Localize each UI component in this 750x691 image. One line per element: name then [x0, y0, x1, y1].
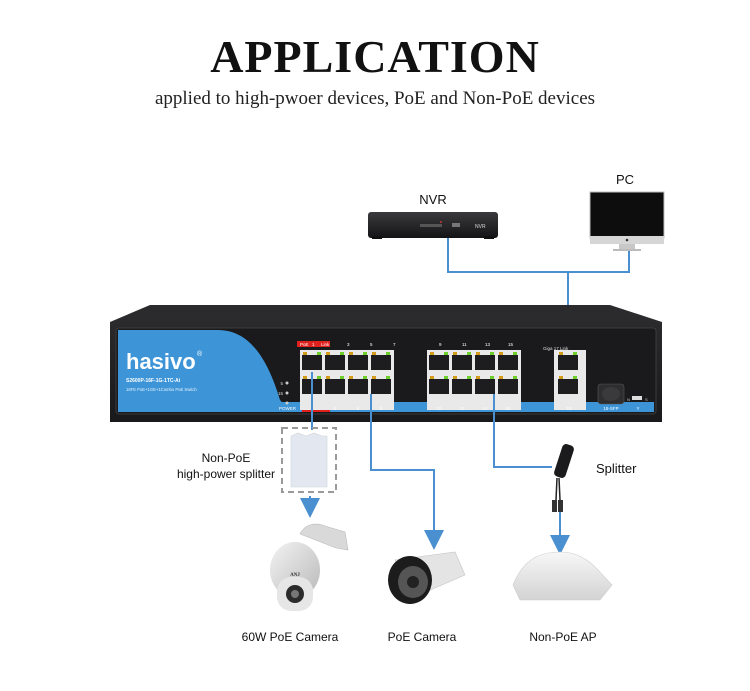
page-subtitle: applied to high-pwoer devices, PoE and N…	[154, 88, 596, 109]
nonpoe-splitter-device	[290, 432, 328, 488]
ptz-camera-brand: ANJ	[290, 573, 300, 578]
uplink-port-17	[558, 352, 578, 370]
led-label-5: 5	[280, 381, 283, 386]
rj45-port	[371, 352, 391, 370]
led-label-15: 15	[278, 391, 284, 396]
port6-cable	[370, 394, 444, 550]
pc-label: PC	[616, 172, 634, 187]
rj45-port	[429, 352, 449, 370]
rj45-port	[498, 376, 518, 394]
port-top-label: 1	[312, 342, 315, 347]
registered-mark: ®	[197, 350, 203, 358]
nvr-label: NVR	[419, 192, 446, 207]
uplink-top-label: Giga 17 Link	[543, 346, 569, 351]
rj45-port	[302, 352, 322, 370]
port-bottom-label: 4	[334, 406, 337, 411]
splitter-label: Splitter	[596, 461, 637, 476]
led-15	[285, 391, 289, 395]
dip-mark-n: N	[627, 397, 630, 402]
port-bottom-label: 6	[357, 406, 360, 411]
port-bottom-label: 10	[436, 406, 442, 411]
switch-description: 16FE PoE+1GE+1Combo PoE Switch	[126, 387, 197, 392]
led-5	[285, 381, 289, 385]
port-top-label: 15	[508, 342, 514, 347]
rj45-port	[325, 376, 345, 394]
sfp-label: 18-SFP	[603, 406, 618, 411]
port-bottom-label: 14	[482, 406, 488, 411]
camera-60w-label: 60W PoE Camera	[242, 630, 339, 644]
port-top-label: 3	[347, 342, 350, 347]
port-top-label: PoE	[300, 342, 309, 347]
port-bottom-label: 8	[380, 406, 383, 411]
switch-brand: hasivo	[126, 349, 196, 374]
rj45-port	[325, 352, 345, 370]
dip-mark-s: S	[645, 397, 648, 402]
ptz-camera-device: ANJ	[270, 523, 349, 611]
bullet-camera-device	[388, 551, 466, 604]
poe-splitter-device	[552, 444, 574, 512]
rj45-port	[348, 352, 368, 370]
rj45-port	[348, 376, 368, 394]
camera-poe-label: PoE Camera	[388, 630, 457, 644]
port-top-label: 9	[439, 342, 442, 347]
port-top-label: 7	[393, 342, 396, 347]
dip-label: Y	[636, 406, 639, 411]
uplink-port-18	[558, 376, 578, 394]
port-top-label: Link	[321, 342, 330, 347]
nonpoe-splitter-label-line1: Non-PoE	[202, 451, 251, 465]
port-top-label: 11	[462, 342, 467, 347]
rj45-port	[475, 376, 495, 394]
power-label: POWER	[279, 406, 297, 411]
switch-model: S2600P-16F-1G-1TC-Ai	[126, 378, 181, 384]
port-array	[300, 350, 586, 410]
port-bottom-label: 16	[505, 406, 511, 411]
port-bottom-label: 12	[459, 406, 465, 411]
rj45-port	[452, 376, 472, 394]
rj45-port	[371, 376, 391, 394]
page-title: APPLICATION	[210, 31, 540, 82]
nvr-pc-cable	[447, 238, 630, 273]
led-power	[285, 401, 289, 405]
nvr-badge: NVR	[475, 224, 486, 230]
rj45-port	[475, 352, 495, 370]
rj45-port	[498, 352, 518, 370]
port-top-label: 13	[485, 342, 491, 347]
port14-cable	[493, 394, 552, 468]
rj45-port	[452, 352, 472, 370]
dip-switch[interactable]	[632, 396, 642, 400]
splitter-highlight-box	[281, 427, 337, 493]
rj45-port	[429, 376, 449, 394]
access-point-device	[512, 551, 613, 601]
pc-device	[589, 191, 665, 251]
nvr-device: NVR	[368, 212, 498, 239]
port-top-label: 5	[370, 342, 373, 347]
ap-nonpoe-label: Non-PoE AP	[529, 630, 596, 644]
uplink-bottom-label: 18	[566, 406, 572, 411]
nonpoe-splitter-label-line2: high-power splitter	[177, 467, 275, 481]
